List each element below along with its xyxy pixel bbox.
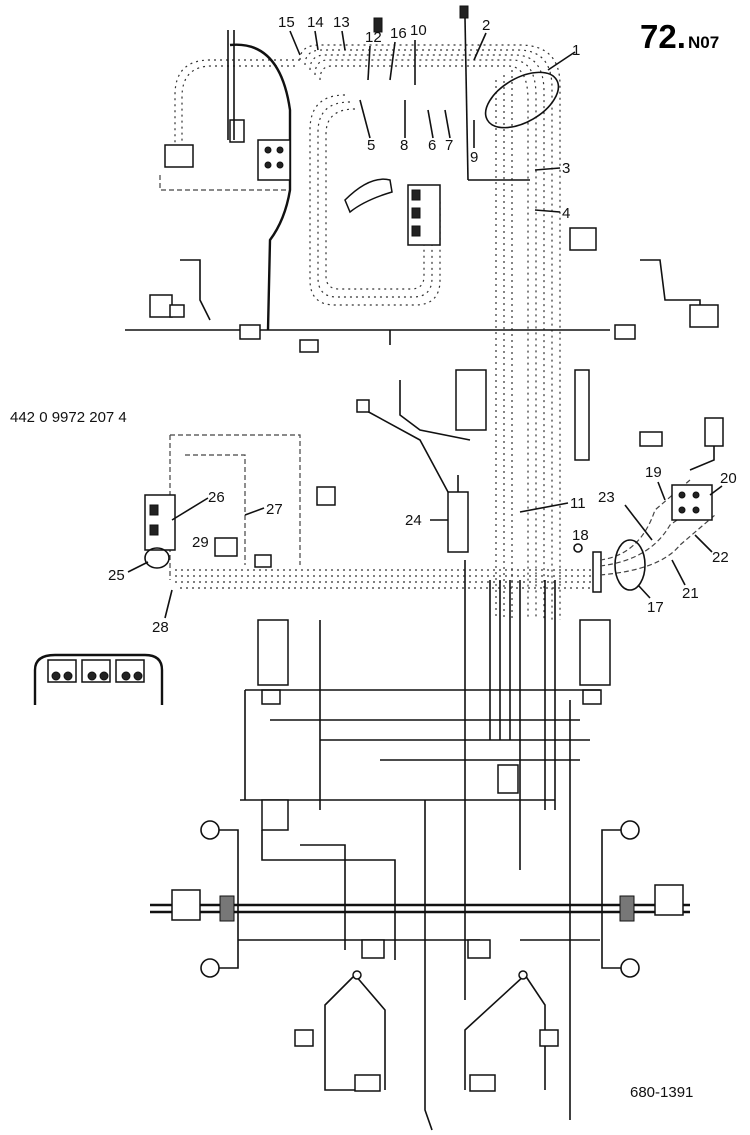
callout-29: 29	[192, 534, 209, 551]
callouts: 1 2 3 4 5 6 7 8 9 10 11 12 13 14 15 16 1…	[108, 14, 737, 636]
callout-1: 1	[572, 42, 580, 59]
part-number: 442 0 9972 207 4	[10, 409, 127, 426]
callout-28: 28	[152, 619, 169, 636]
lower-section	[150, 560, 690, 1131]
callout-25: 25	[108, 567, 125, 584]
dashboard-inset	[33, 653, 164, 705]
callout-24: 24	[405, 512, 422, 529]
callout-11: 11	[570, 495, 586, 512]
callout-17: 17	[647, 599, 664, 616]
callout-10: 10	[410, 22, 427, 39]
callout-6: 6	[428, 137, 436, 154]
top-connectors	[164, 5, 597, 251]
callout-23: 23	[598, 489, 615, 506]
top-harness	[159, 44, 561, 620]
side-wiring-top	[125, 259, 719, 353]
main-cable	[229, 43, 292, 331]
middle-section	[144, 369, 724, 593]
callout-12: 12	[365, 29, 382, 46]
drawing-number: 680-1391	[630, 1084, 693, 1101]
callout-20: 20	[720, 470, 737, 487]
callout-9: 9	[470, 149, 478, 166]
callout-21: 21	[682, 585, 699, 602]
callout-15: 15	[278, 14, 295, 31]
callout-16: 16	[390, 25, 407, 42]
callout-13: 13	[333, 14, 350, 31]
callout-2: 2	[482, 17, 490, 34]
callout-26: 26	[208, 489, 225, 506]
callout-18: 18	[572, 527, 589, 544]
callout-19: 19	[645, 464, 662, 481]
page-number: 72.	[640, 18, 686, 55]
callout-7: 7	[445, 137, 453, 154]
callout-27: 27	[266, 501, 283, 518]
page-suffix: N07	[688, 33, 719, 52]
callout-8: 8	[400, 137, 408, 154]
callout-5: 5	[367, 137, 375, 154]
callout-14: 14	[307, 14, 324, 31]
callout-4: 4	[562, 205, 570, 222]
callout-3: 3	[562, 160, 570, 177]
callout-22: 22	[712, 549, 729, 566]
